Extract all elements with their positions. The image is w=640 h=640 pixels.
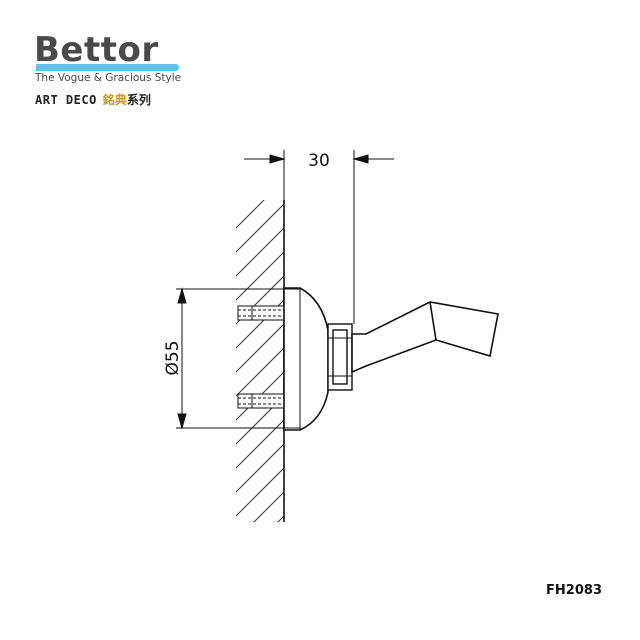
mounting-screws [237,305,285,409]
brand-tagline: The Vogue & Gracious Style [35,72,182,84]
series-label: ART DECO 銘典系列 [35,91,151,108]
dimension-depth-label: 30 [308,151,330,171]
wall-hatching [236,200,284,522]
holder-arm [351,301,499,374]
brand-stripe [36,64,179,71]
series-chinese-highlight: 銘典 [102,93,127,107]
series-chinese: 系列 [126,93,151,107]
dimension-depth [244,150,394,324]
wall-flange [283,287,329,431]
model-code: FH2083 [546,583,602,598]
brand-logo: Bettor The Vogue & Gracious Style ART DE… [34,30,184,110]
brand-name: Bettor [34,30,159,70]
dimension-diameter [176,287,300,430]
dimension-diameter-label: Ø55 [163,340,183,375]
connector-nut [327,323,353,391]
series-english: ART DECO [35,93,97,107]
